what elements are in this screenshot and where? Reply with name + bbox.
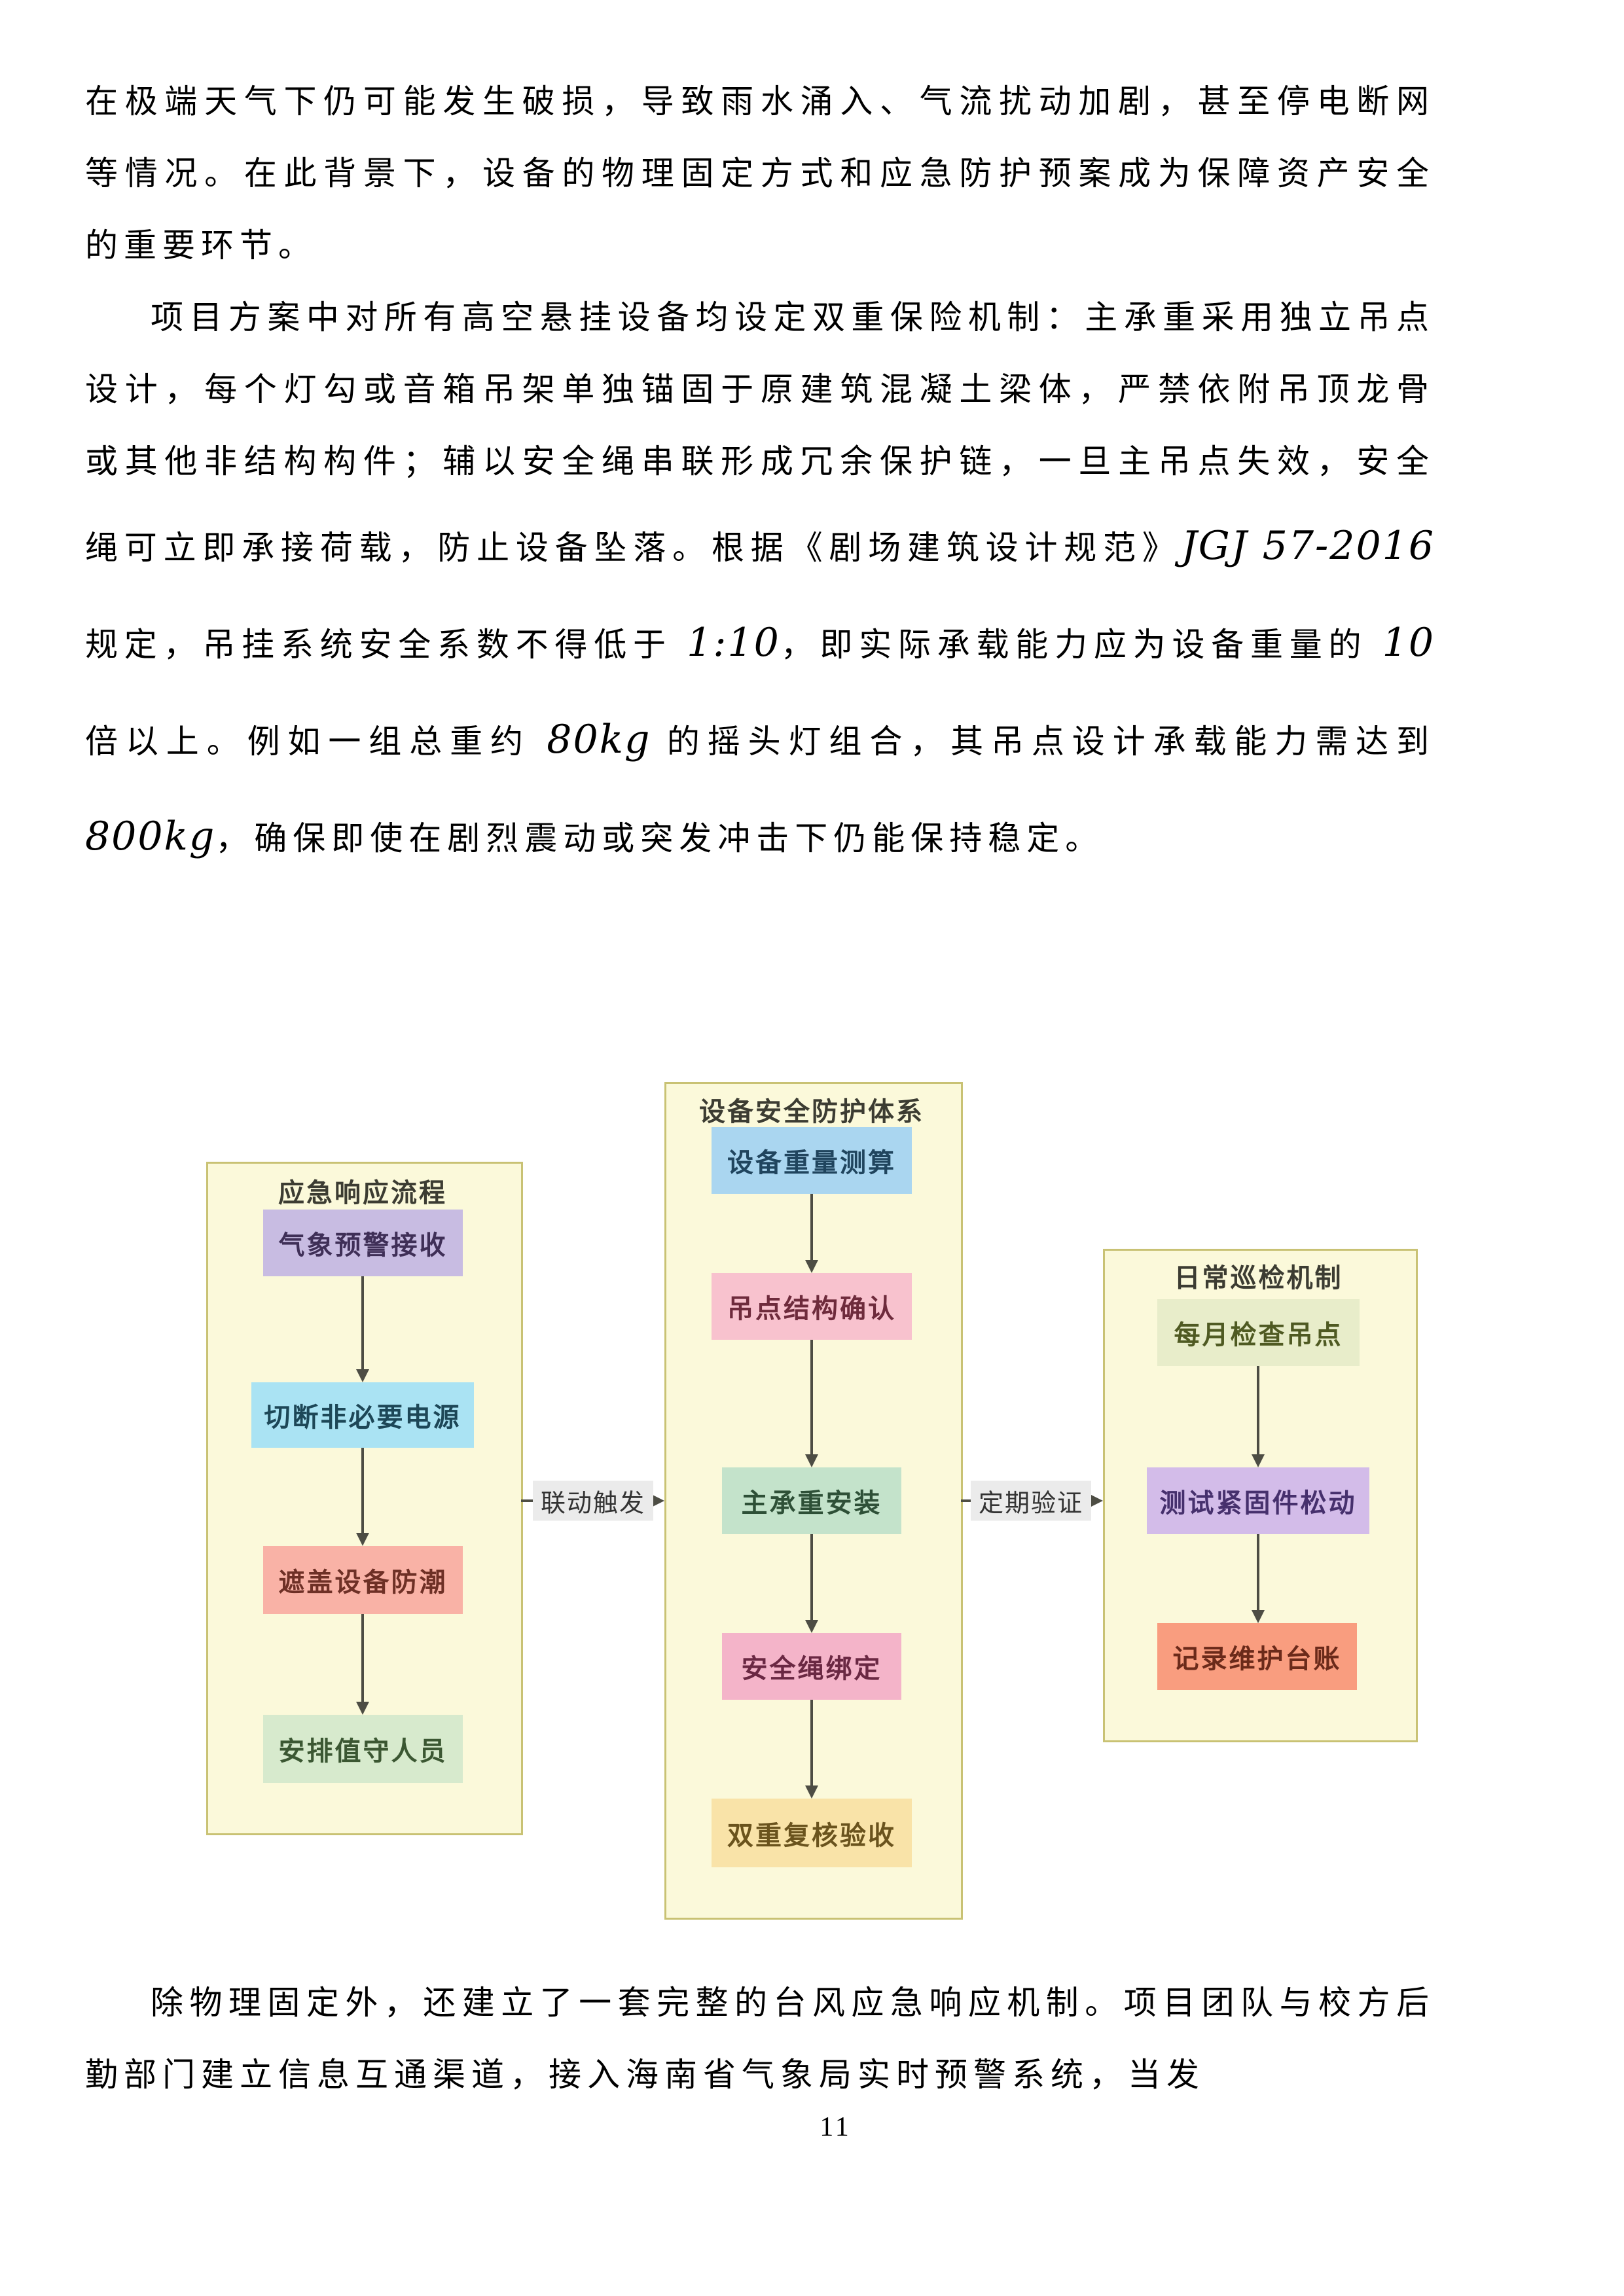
arrowhead-icon xyxy=(805,1454,818,1467)
p2-cn: 项目方案中对所有高空悬挂设备均设定双重保险机制：主承重采用独立吊点设计，每个灯勾… xyxy=(85,299,1435,566)
flow-node-fastener-test: 测试紧固件松动 xyxy=(1147,1467,1369,1534)
flow-node-safety-rope: 安全绳绑定 xyxy=(722,1633,901,1700)
flowchart: 应急响应流程 设备安全防护体系 日常巡检机制 气象预警接收 切断非必要电源 遮盖… xyxy=(0,1080,1624,1931)
arrow-down xyxy=(356,1614,369,1715)
p2-cn: 的摇头灯组合，其吊点设计承载能力需达到 xyxy=(651,723,1435,760)
page-number: 11 xyxy=(820,2112,852,2142)
paragraph-2: 项目方案中对所有高空悬挂设备均设定双重保险机制：主承重采用独立吊点设计，每个灯勾… xyxy=(85,281,1435,885)
edge-label-linkage: 联动触发 xyxy=(532,1480,654,1521)
arrow-down xyxy=(356,1276,369,1382)
arrowhead-icon xyxy=(1252,1454,1265,1467)
arrowhead-icon xyxy=(356,1702,369,1715)
paragraph-1: 在极端天气下仍可能发生破损，导致雨水涌入、气流扰动加剧，甚至停电断网等情况。在此… xyxy=(85,83,1435,264)
flow-node-maintenance-log: 记录维护台账 xyxy=(1157,1623,1357,1690)
flow-node-double-check: 双重复核验收 xyxy=(712,1799,912,1867)
paragraph-3: 除物理固定外，还建立了一套完整的台风应急响应机制。项目团队与校方后勤部门建立信息… xyxy=(85,1984,1435,2093)
p2-cn: 规定，吊挂系统安全系数不得低于 xyxy=(85,626,687,663)
arrow-down xyxy=(805,1534,818,1633)
arrowhead-icon xyxy=(1252,1610,1265,1623)
arrow-down xyxy=(1252,1366,1265,1467)
arrowhead-icon xyxy=(650,1494,664,1508)
p2-ratio: 1:10 xyxy=(687,620,780,666)
arrow-down xyxy=(356,1448,369,1546)
body-text: 在极端天气下仍可能发生破损，导致雨水涌入、气流扰动加剧，甚至停电断网等情况。在此… xyxy=(85,65,1435,885)
flow-node-cover-equipment: 遮盖设备防潮 xyxy=(263,1546,463,1614)
subgraph-title-emergency: 应急响应流程 xyxy=(278,1179,447,1208)
p2-times: 10 xyxy=(1382,620,1435,666)
p2-weight-800kg: 800kg xyxy=(85,814,216,859)
p2-cn: 倍以上。例如一组总重约 xyxy=(85,723,547,760)
arrowhead-icon xyxy=(356,1533,369,1546)
arrowhead-icon xyxy=(805,1620,818,1633)
arrowhead-icon xyxy=(1089,1494,1103,1508)
arrowhead-icon xyxy=(805,1785,818,1799)
arrow-down xyxy=(1252,1534,1265,1623)
p2-code-jgj: JGJ 57-2016 xyxy=(1181,523,1435,569)
subgraph-title-protection: 设备安全防护体系 xyxy=(699,1098,924,1126)
edge-label-verify: 定期验证 xyxy=(970,1480,1092,1521)
arrowhead-icon xyxy=(805,1260,818,1273)
arrow-down xyxy=(805,1194,818,1273)
p2-cn: ，确保即使在剧烈震动或突发冲击下仍能保持稳定。 xyxy=(215,820,1104,857)
p2-weight-80kg: 80kg xyxy=(547,717,651,762)
flow-node-anchor-confirm: 吊点结构确认 xyxy=(712,1273,912,1340)
flow-node-weather-alert: 气象预警接收 xyxy=(263,1210,463,1276)
flow-node-monthly-check: 每月检查吊点 xyxy=(1157,1299,1360,1366)
arrow-down xyxy=(805,1700,818,1799)
flow-node-main-bearing: 主承重安装 xyxy=(722,1467,901,1534)
flow-node-cut-power: 切断非必要电源 xyxy=(251,1382,474,1448)
arrowhead-icon xyxy=(356,1369,369,1382)
arrow-down xyxy=(805,1340,818,1467)
flow-node-weight-calc: 设备重量测算 xyxy=(712,1127,912,1194)
subgraph-title-inspection: 日常巡检机制 xyxy=(1174,1264,1343,1293)
flow-node-assign-staff: 安排值守人员 xyxy=(263,1715,463,1783)
p2-cn: ，即实际承载能力应为设备重量的 xyxy=(780,626,1382,663)
